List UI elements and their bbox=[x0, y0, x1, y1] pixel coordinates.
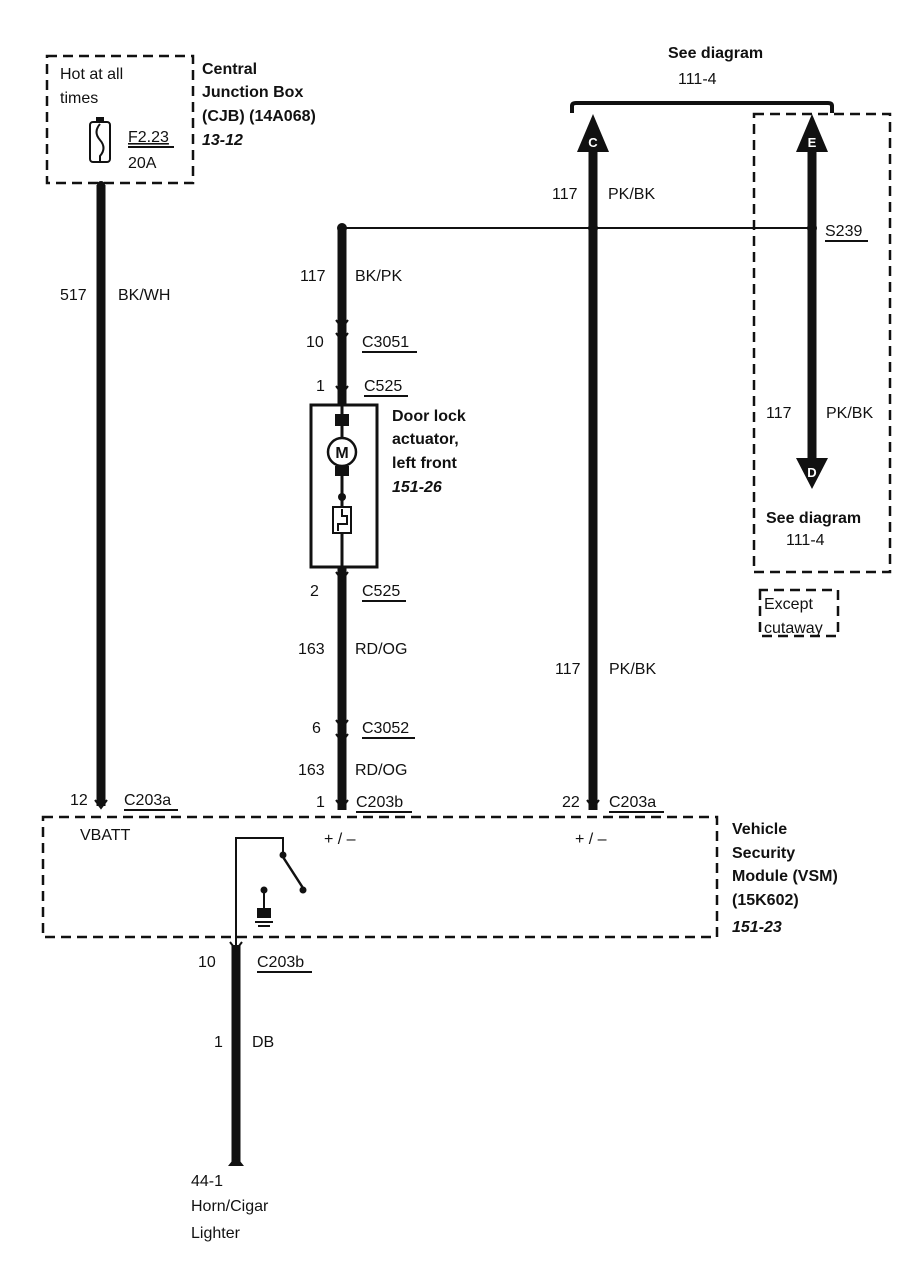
connector-d-arrow bbox=[796, 458, 828, 489]
wire-163-a-color: RD/OG bbox=[355, 641, 407, 658]
connector-chevron bbox=[335, 332, 349, 343]
relay-switch-icon bbox=[235, 837, 307, 945]
vsm-title-line1: Vehicle bbox=[732, 821, 787, 838]
cjb-title-line2: Junction Box bbox=[202, 84, 303, 101]
vsm-title-line2: Security bbox=[732, 845, 795, 862]
actuator-title-line3: left front bbox=[392, 455, 458, 472]
connector-c-letter: C bbox=[588, 135, 598, 150]
wire-517-number: 517 bbox=[60, 287, 87, 304]
ground-icon bbox=[255, 886, 273, 927]
fuse-amperage: 20A bbox=[128, 155, 157, 172]
wire-163-a-number: 163 bbox=[298, 641, 325, 658]
connector-c203b-top: C203b bbox=[356, 794, 403, 811]
vsm-title-line3: Module (VSM) bbox=[732, 868, 838, 885]
except-line2: cutaway bbox=[764, 620, 823, 637]
connector-c203a-right: C203a bbox=[609, 794, 656, 811]
connector-c3052: C3052 bbox=[362, 720, 409, 737]
horn-ref: 44-1 bbox=[191, 1173, 223, 1190]
connector-c525-top: C525 bbox=[364, 378, 402, 395]
connector-e-letter: E bbox=[808, 135, 817, 150]
vsm-polarity-left: + / – bbox=[324, 831, 356, 848]
vsm-polarity-right: + / – bbox=[575, 831, 607, 848]
wire-117-bkpk-color: BK/PK bbox=[355, 268, 402, 285]
wire-117-mid-number: 117 bbox=[555, 661, 581, 678]
cjb-box bbox=[45, 54, 195, 185]
connector-chevron bbox=[335, 385, 349, 396]
cjb-title-line3: (CJB) (14A068) bbox=[202, 108, 316, 125]
actuator-title-line2: actuator, bbox=[392, 431, 459, 448]
motor-label: M bbox=[335, 445, 348, 462]
connector-e-arrow bbox=[796, 114, 828, 152]
connector-chevron bbox=[94, 799, 108, 810]
junction-dot bbox=[97, 181, 105, 189]
connector-chevron bbox=[335, 733, 349, 744]
wire-117-top-color: PK/BK bbox=[608, 186, 655, 203]
wire-1-number: 1 bbox=[214, 1034, 223, 1051]
see-diagram-bottom-line2: 111-4 bbox=[786, 532, 825, 549]
pin-c203a-22: 22 bbox=[562, 794, 580, 811]
wire-end-arrow bbox=[228, 1156, 244, 1166]
connector-chevron bbox=[586, 799, 600, 810]
pin-c3051: 10 bbox=[306, 334, 324, 351]
wire-117-right-number: 117 bbox=[766, 405, 792, 422]
connector-chevron bbox=[335, 319, 349, 330]
cjb-title-line1: Central bbox=[202, 61, 257, 78]
connector-c203a-left: C203a bbox=[124, 792, 171, 809]
cjb-ref: 13-12 bbox=[202, 132, 243, 149]
connector-chevron bbox=[335, 719, 349, 730]
fuse-icon bbox=[89, 117, 111, 163]
pin-c203b-1: 1 bbox=[316, 794, 325, 811]
wire-117-bkpk-number: 117 bbox=[300, 268, 326, 285]
vsm-vbatt: VBATT bbox=[80, 827, 131, 844]
horn-line2: Horn/Cigar bbox=[191, 1198, 269, 1215]
cjb-hot-line2: times bbox=[60, 90, 98, 107]
wire-117-right-color: PK/BK bbox=[826, 405, 873, 422]
connector-chevron bbox=[229, 941, 243, 952]
wire-1-color: DB bbox=[252, 1034, 274, 1051]
pin-c525-1: 1 bbox=[316, 378, 325, 395]
except-cutaway-label-box bbox=[758, 588, 840, 638]
motor-terminal bbox=[335, 414, 349, 426]
wire-163-b-number: 163 bbox=[298, 762, 325, 779]
motor-terminal bbox=[335, 466, 349, 476]
vsm-title-line4: (15K602) bbox=[732, 892, 799, 909]
connector-chevron bbox=[335, 571, 349, 582]
pin-c203a-12: 12 bbox=[70, 792, 88, 809]
except-line1: Except bbox=[764, 596, 813, 613]
vsm-box bbox=[41, 815, 719, 939]
see-diagram-bracket bbox=[570, 101, 834, 113]
vsm-ref: 151-23 bbox=[732, 919, 782, 936]
see-diagram-bottom-line1: See diagram bbox=[766, 510, 861, 527]
connector-d-letter: D bbox=[807, 465, 816, 480]
connector-c-arrow bbox=[577, 114, 609, 152]
except-cutaway-box bbox=[752, 112, 892, 574]
junction-dot bbox=[338, 493, 346, 501]
see-diagram-top-line2: 111-4 bbox=[678, 71, 717, 88]
see-diagram-top-line1: See diagram bbox=[668, 45, 763, 62]
splice-s239-label: S239 bbox=[825, 223, 862, 240]
connector-c525-bottom: C525 bbox=[362, 583, 400, 600]
circuit-breaker-icon bbox=[332, 506, 352, 534]
door-lock-actuator-box bbox=[309, 403, 379, 569]
wire-117-mid-color: PK/BK bbox=[609, 661, 656, 678]
actuator-title-line1: Door lock bbox=[392, 408, 466, 425]
pin-c3052: 6 bbox=[312, 720, 321, 737]
horn-line3: Lighter bbox=[191, 1225, 241, 1242]
connector-c203b-bottom: C203b bbox=[257, 954, 304, 971]
fuse-id: F2.23 bbox=[128, 129, 169, 146]
wire-163-b-color: RD/OG bbox=[355, 762, 407, 779]
pin-c525-2: 2 bbox=[310, 583, 319, 600]
wire-517-color: BK/WH bbox=[118, 287, 170, 304]
connector-c3051: C3051 bbox=[362, 334, 409, 351]
pin-c203b-10: 10 bbox=[198, 954, 216, 971]
wire-117-top-number: 117 bbox=[552, 186, 578, 203]
connector-chevron bbox=[335, 799, 349, 810]
cjb-hot-line1: Hot at all bbox=[60, 66, 123, 83]
actuator-ref: 151-26 bbox=[392, 479, 442, 496]
